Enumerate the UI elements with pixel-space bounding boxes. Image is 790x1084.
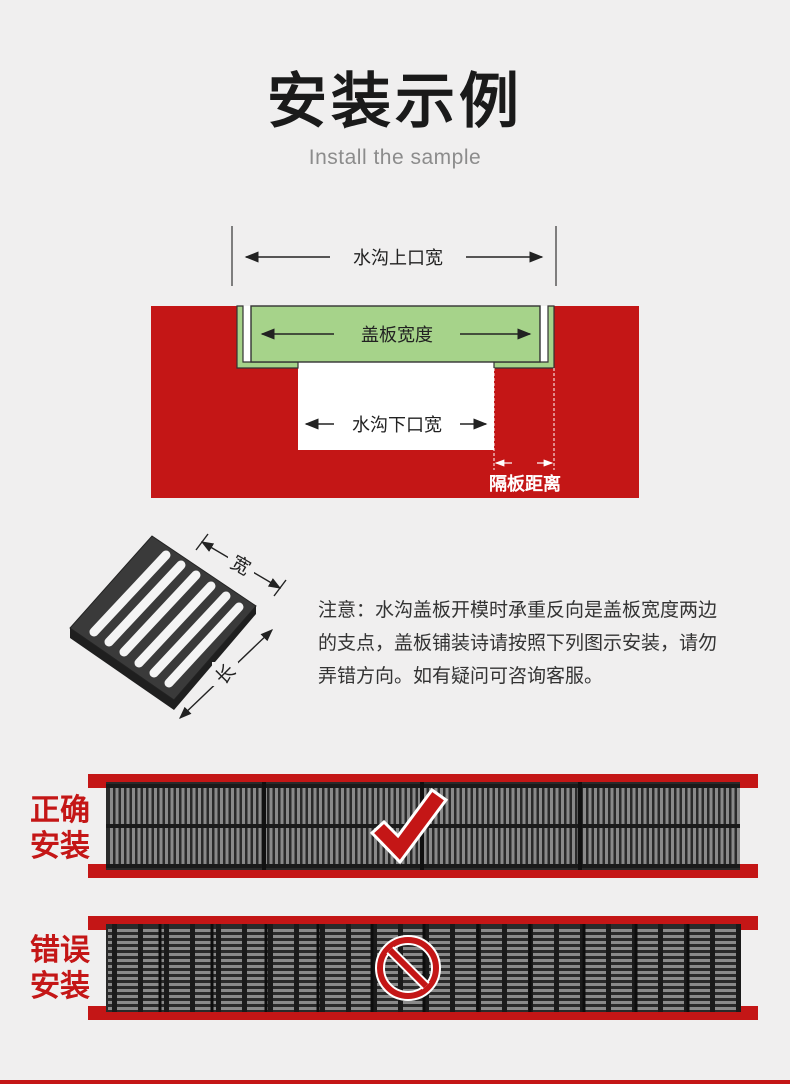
wrong-grate-rib (502, 924, 507, 1012)
installation-note: 注意：水沟盖板开模时承重反向是盖板宽度两边的支点，盖板铺装诗请按照下列图示安装，… (318, 599, 718, 687)
wrong-grate-rib (736, 924, 741, 1012)
wrong-grate-rib (658, 924, 663, 1012)
page-title: 安装示例 (267, 67, 523, 137)
wrong-grate-joint (210, 924, 214, 1012)
wrong-grate-rib (164, 924, 169, 1012)
wrong-grate-rib (268, 924, 273, 1012)
grate-illustration: 宽 长 (69, 533, 287, 719)
wrong-grate-joint (634, 924, 638, 1012)
trench-body (151, 306, 639, 498)
gap-label: 隔板距离 (489, 473, 561, 495)
grate-width-tick-a (195, 533, 209, 551)
wrong-grates (106, 924, 741, 1012)
checkmark-icon (369, 787, 449, 865)
bottom-accent-line (0, 1080, 790, 1084)
trench-cross-section-diagram: 水沟上口宽 盖板宽度 水沟下口宽 隔板距离 (151, 226, 639, 498)
wrong-grate-rib (424, 924, 429, 1012)
wrong-grate-joint (158, 924, 162, 1012)
page-subtitle: Install the sample (308, 146, 482, 169)
wrong-install-label: 错误 安装 (30, 933, 90, 1004)
wrong-grate-rib (294, 924, 299, 1012)
grate-width-tick-b (273, 579, 287, 597)
grate-plate-edge (70, 606, 256, 710)
prohibited-icon (375, 935, 441, 1001)
wrong-grate-rib (372, 924, 377, 1012)
wrong-grate-rib (190, 924, 195, 1012)
wrong-grate-joint (582, 924, 586, 1012)
wrong-grate-rib (112, 924, 117, 1012)
wrong-grate-joint (686, 924, 690, 1012)
wrong-grate-joint (422, 924, 426, 1012)
wrong-grate-rib (320, 924, 325, 1012)
correct-install-diagram (88, 774, 758, 878)
wrong-grate-rib (710, 924, 715, 1012)
wrong-grate-joint (316, 924, 320, 1012)
correct-grate-joint (262, 782, 266, 870)
correct-install-label: 正确 安装 (30, 793, 90, 864)
wrong-grate-rib (554, 924, 559, 1012)
wrong-grate-rib (606, 924, 611, 1012)
correct-grate-joint (578, 782, 582, 870)
wrong-grate-joint (264, 924, 268, 1012)
wrong-grate-rib (398, 924, 403, 1012)
bottom-width-label: 水沟下口宽 (352, 415, 442, 436)
wrong-grate-joint (370, 924, 374, 1012)
wrong-grate-rib (138, 924, 143, 1012)
wrong-grate-rib (242, 924, 247, 1012)
wrong-grate-joint (528, 924, 532, 1012)
cover-width-label: 盖板宽度 (361, 325, 433, 346)
wrong-install-diagram (88, 916, 758, 1020)
wrong-grate-rib (346, 924, 351, 1012)
wrong-grate-rib (450, 924, 455, 1012)
top-width-label: 水沟上口宽 (353, 248, 443, 269)
wrong-grate-joint (476, 924, 480, 1012)
wrong-grate-rib (216, 924, 221, 1012)
